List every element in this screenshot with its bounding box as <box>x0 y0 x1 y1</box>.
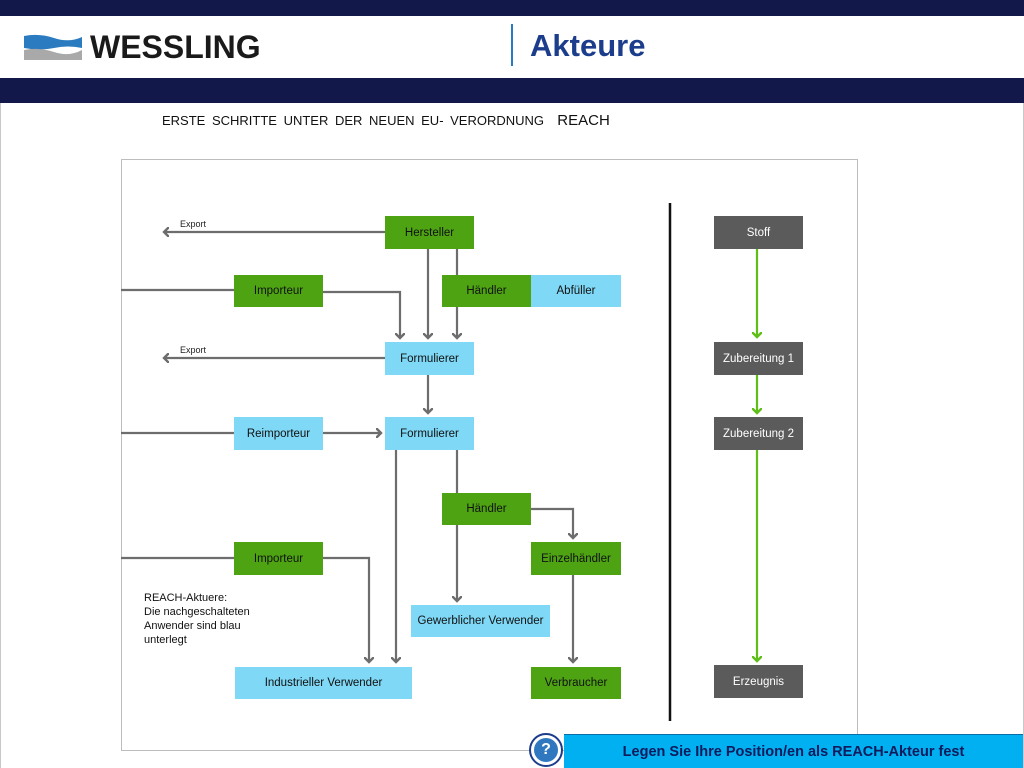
cta-banner[interactable]: Legen Sie Ihre Position/en als REACH-Akt… <box>564 734 1023 768</box>
arrow-importeur-industrieller <box>323 556 369 662</box>
page-title: Akteure <box>530 28 646 63</box>
node-reimporteur: Reimporteur <box>234 417 323 450</box>
node-zubereitung-1: Zubereitung 1 <box>714 342 803 375</box>
diagram-frame <box>121 159 858 751</box>
note-line-2: Die nachgeschalteten <box>144 606 250 618</box>
arrow-importeur-formulierer <box>323 290 400 338</box>
node-formulierer-2: Formulierer <box>385 417 474 450</box>
top-navy-bar <box>0 0 1024 16</box>
note-line-3: Anwender sind blau <box>144 620 241 632</box>
question-mark-icon[interactable]: ? <box>529 733 563 767</box>
subtitle-main: ERSTE SCHRITTE UNTER DER NEUEN EU- VEROR… <box>162 113 545 128</box>
logo-wordmark: WESSLING <box>90 29 261 65</box>
node-haendler-1: Händler <box>442 275 531 307</box>
help-glyph: ? <box>534 738 558 762</box>
header-divider <box>511 24 513 66</box>
node-hersteller: Hersteller <box>385 216 474 249</box>
note-line-1: REACH-Aktuere: <box>144 592 228 604</box>
node-gewerblicher-verwender: Gewerblicher Verwender <box>411 605 550 637</box>
arrow-haendler-einzelhaendler <box>531 507 573 538</box>
node-formulierer-1: Formulierer <box>385 342 474 375</box>
export-label-1: Export <box>180 219 207 229</box>
slide-subtitle: ERSTE SCHRITTE UNTER DER NEUEN EU- VEROR… <box>162 112 610 129</box>
wave-logo-icon <box>24 34 82 60</box>
export-label-2: Export <box>180 345 207 355</box>
slide-left-border <box>0 103 1 768</box>
node-erzeugnis: Erzeugnis <box>714 665 803 698</box>
node-einzelhaendler: Einzelhändler <box>531 542 621 575</box>
note-line-4: unterlegt <box>144 634 187 646</box>
wessling-logo: WESSLING <box>24 29 286 65</box>
node-importeur-2: Importeur <box>234 542 323 575</box>
header-bottom-bar <box>0 78 1024 103</box>
node-stoff: Stoff <box>714 216 803 249</box>
node-abfueller: Abfüller <box>531 275 621 307</box>
node-verbraucher: Verbraucher <box>531 667 621 699</box>
legend-note: REACH-Aktuere: Die nachgeschalteten Anwe… <box>144 591 274 647</box>
node-industrieller-verwender: Industrieller Verwender <box>235 667 412 699</box>
subtitle-reach: REACH <box>557 112 610 129</box>
node-importeur-1: Importeur <box>234 275 323 307</box>
node-haendler-2: Händler <box>442 493 531 525</box>
node-zubereitung-2: Zubereitung 2 <box>714 417 803 450</box>
